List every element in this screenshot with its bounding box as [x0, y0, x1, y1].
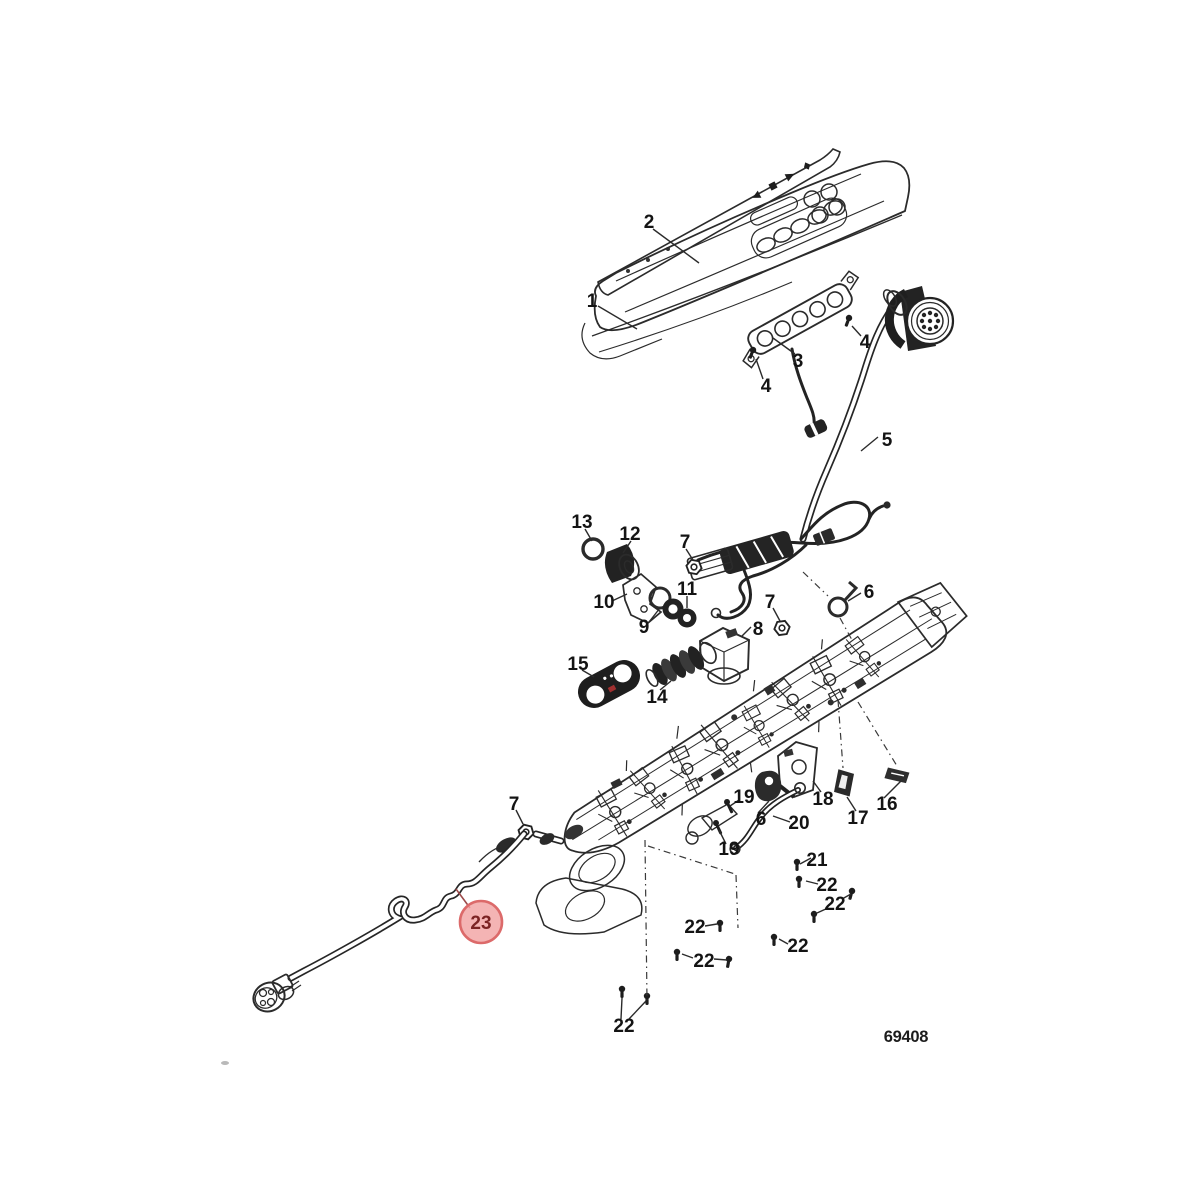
- part-11-grommet: [677, 608, 697, 628]
- switch-bar-wire-connector: [804, 419, 828, 438]
- alignment-dash-lines: [644, 571, 898, 1001]
- switch-bar-wire: [790, 347, 816, 426]
- callout-22: 22: [816, 875, 837, 896]
- callout-7: 7: [765, 592, 776, 613]
- screw-22: [673, 948, 681, 961]
- screw-22: [846, 887, 856, 901]
- assembly-end-box: [896, 581, 968, 649]
- screw-22: [810, 910, 818, 923]
- assembly-tail: [478, 824, 584, 863]
- callout-14: 14: [646, 687, 668, 708]
- callout-9: 9: [639, 617, 650, 638]
- junction-block: [719, 531, 794, 574]
- callout-21: 21: [806, 850, 828, 871]
- nut-7: [772, 619, 792, 637]
- part-20-link-arm: [685, 781, 806, 855]
- play-triangle-icon: [784, 173, 795, 182]
- callout-3: 3: [793, 351, 804, 372]
- callout-16: 16: [876, 794, 897, 815]
- callout-7: 7: [509, 794, 520, 815]
- screw-19: [712, 819, 724, 836]
- drawing-number: 69408: [884, 1028, 929, 1046]
- callout-22: 22: [693, 951, 714, 972]
- callout-22: 22: [684, 917, 705, 938]
- callout-22: 22: [824, 894, 845, 915]
- stop-square-icon: [768, 181, 778, 191]
- callout-4: 4: [761, 376, 772, 397]
- callout-20: 20: [788, 813, 809, 834]
- part-13-o-ring: [581, 537, 605, 561]
- highlight-circle[interactable]: [458, 899, 504, 945]
- callout-12: 12: [619, 524, 640, 545]
- part-6-clamp-upper: [827, 580, 859, 618]
- callout-18: 18: [812, 789, 833, 810]
- callout-10: 10: [593, 592, 614, 613]
- main-control-assembly: [563, 581, 968, 854]
- marker-diamond-icon: [803, 162, 811, 170]
- callout-2: 2: [644, 212, 655, 233]
- highlighted-callout-23[interactable]: 23: [455, 888, 504, 945]
- faceplate-red-mark: [607, 684, 617, 693]
- screw-22: [770, 933, 778, 946]
- callout-15: 15: [567, 654, 589, 675]
- callout-6: 6: [864, 582, 875, 603]
- strip-screw-dot: [646, 258, 650, 262]
- callout-7: 7: [680, 532, 691, 553]
- screw-22: [716, 919, 724, 932]
- callout-13: 13: [571, 512, 592, 533]
- part-5-connector: [882, 286, 955, 351]
- leader-lines: [515, 228, 902, 1020]
- callout-8: 8: [753, 619, 764, 640]
- print-speck: [221, 1061, 229, 1065]
- panel-round-holes: [803, 183, 846, 224]
- small-connector: [813, 528, 835, 546]
- harness-junction-cluster: [686, 500, 891, 620]
- part-23-harness-cable: [252, 830, 528, 1013]
- strip-screw-dot: [626, 269, 630, 273]
- part-14-key-switch: [645, 641, 717, 688]
- part-1-console-panel: [581, 160, 911, 360]
- part-5-harness: [799, 286, 955, 543]
- connector-pins: [919, 310, 941, 332]
- part-15-faceplate: [577, 660, 641, 708]
- callout-6: 6: [756, 809, 767, 830]
- callout-22: 22: [787, 936, 808, 957]
- callout-17: 17: [847, 808, 868, 829]
- screw-22: [724, 955, 733, 969]
- lower-housing-bracket: [535, 844, 643, 935]
- part-16-plate: [884, 767, 910, 784]
- callout-labels: 1 2 3 4 4 5 13 12 7 10 9 11 8 7 6 15 14 …: [509, 212, 898, 1037]
- callout-19: 19: [718, 839, 739, 860]
- panel-recess-outline: [749, 196, 799, 226]
- callout-23[interactable]: 23: [470, 913, 491, 934]
- callout-4: 4: [860, 332, 871, 353]
- callout-1: 1: [587, 291, 598, 312]
- part-17-clip: [834, 769, 855, 797]
- callout-22: 22: [613, 1016, 634, 1037]
- part-23-connector: [252, 973, 302, 1013]
- part-6-clamp-lower: [754, 770, 782, 802]
- screw-22: [618, 985, 626, 998]
- screw-21: [793, 858, 801, 871]
- callout-11: 11: [677, 579, 698, 600]
- part-10-bracket: [622, 572, 663, 625]
- callout-19: 19: [733, 787, 754, 808]
- back-arrow-icon: [752, 190, 762, 198]
- screw-4: [842, 313, 854, 328]
- part-3-switch-bar: [742, 270, 860, 438]
- screw-22: [795, 875, 803, 888]
- callout-5: 5: [882, 430, 893, 451]
